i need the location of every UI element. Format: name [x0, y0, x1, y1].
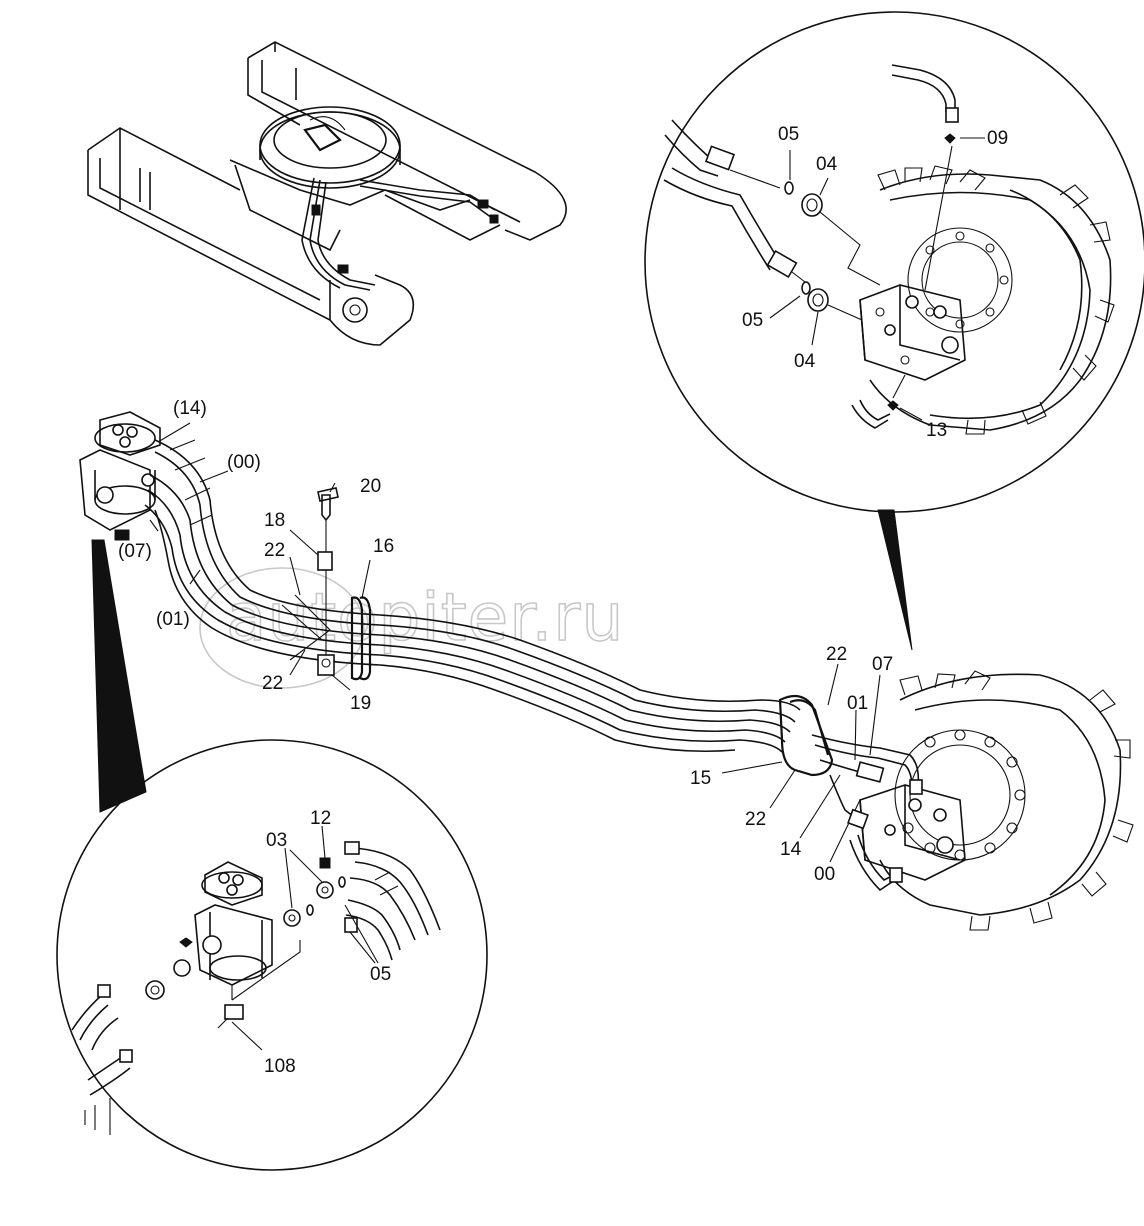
label-22-lower-left: 22	[262, 673, 283, 694]
label-18: 18	[264, 510, 285, 531]
label-03: 03	[266, 830, 287, 851]
label-108: 108	[264, 1056, 296, 1077]
label-16: 16	[373, 536, 394, 557]
label-22-upper-left: 22	[264, 540, 285, 561]
travel-motor-detail-circle	[644, 11, 1144, 513]
label-09: 09	[987, 128, 1008, 149]
center-joint-detail-circle	[56, 739, 488, 1171]
label-13: 13	[926, 420, 947, 441]
label-00-paren: (00)	[227, 452, 261, 473]
detail-pointer-right	[877, 509, 913, 651]
label-01: 01	[847, 693, 868, 714]
part-labels: 05 04 09 05 04 13 (14) (00) (07) (01) 20…	[118, 124, 1008, 1077]
hose-bundle	[144, 422, 881, 863]
detail-pointer-left	[91, 539, 147, 813]
label-12: 12	[310, 808, 331, 829]
label-07: 07	[872, 654, 893, 675]
label-01-paren: (01)	[156, 609, 190, 630]
label-04-upper: 04	[816, 154, 838, 175]
label-20: 20	[360, 476, 381, 497]
label-14: 14	[780, 839, 802, 860]
label-22-right-bottom: 22	[745, 809, 766, 830]
label-22-right-top: 22	[826, 644, 847, 665]
label-05-detail: 05	[370, 964, 391, 985]
label-07-paren: (07)	[118, 541, 152, 562]
label-04-lower: 04	[794, 351, 816, 372]
label-14-paren: (14)	[173, 398, 207, 419]
label-19: 19	[350, 693, 371, 714]
travel-motor-main	[811, 670, 1134, 931]
label-05-lower: 05	[742, 310, 763, 331]
watermark-logo: autopiter.ru	[199, 567, 624, 689]
center-joint-assembly	[79, 411, 161, 541]
watermark-text: autopiter.ru	[226, 579, 624, 656]
undercarriage-overview	[87, 41, 567, 346]
label-05-upper: 05	[778, 124, 799, 145]
label-00: 00	[814, 864, 835, 885]
label-15: 15	[690, 768, 711, 789]
